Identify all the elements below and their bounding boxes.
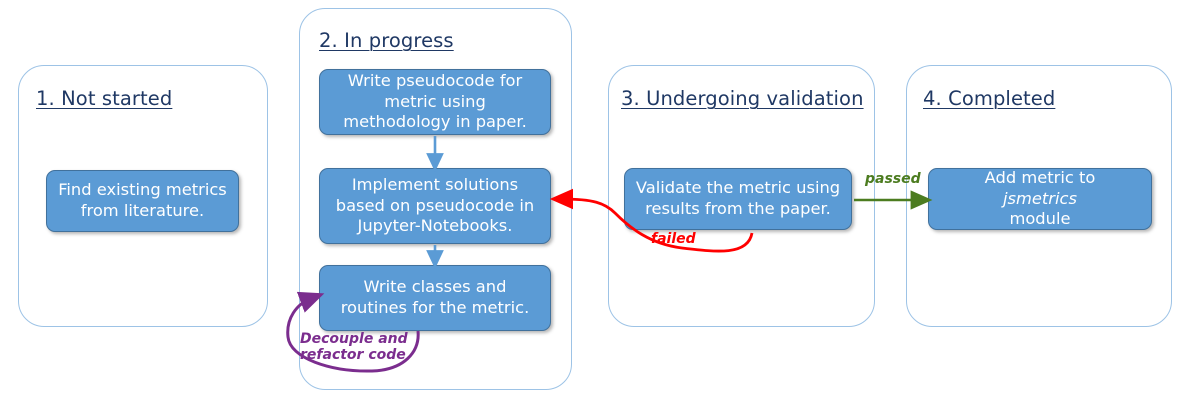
- card-write-pseudocode[interactable]: Write pseudocode for metric using method…: [319, 69, 551, 135]
- card-text-after: module: [1009, 209, 1071, 229]
- edge-label-refactor: Decouple and refactor code: [300, 331, 408, 363]
- edge-label-refactor-line2: refactor code: [300, 347, 406, 364]
- panel-title-not-started: 1. Not started: [36, 87, 173, 110]
- panel-title-completed: 4. Completed: [923, 87, 1056, 110]
- card-add-metric-module[interactable]: Add metric to jsmetrics module: [928, 168, 1152, 230]
- edge-label-failed: failed: [651, 231, 696, 247]
- card-text: Write classes and routines for the metri…: [340, 277, 530, 317]
- card-text: Add metric to jsmetrics module: [937, 168, 1143, 230]
- panel-title-undergoing-validation: 3. Undergoing validation: [621, 87, 864, 110]
- edge-label-refactor-line1: Decouple and: [300, 331, 408, 347]
- card-text: Implement solutions based on pseudocode …: [335, 174, 535, 236]
- card-find-existing-metrics[interactable]: Find existing metrics from literature.: [46, 170, 239, 232]
- card-text-italic: jsmetrics: [1003, 188, 1077, 208]
- card-text-before: Add metric to: [984, 167, 1096, 187]
- card-implement-solutions[interactable]: Implement solutions based on pseudocode …: [319, 168, 551, 244]
- card-text: Write pseudocode for metric using method…: [343, 70, 527, 132]
- card-text: Find existing metrics from literature.: [58, 180, 227, 220]
- panel-title-in-progress: 2. In progress: [319, 29, 454, 52]
- edge-label-passed: passed: [865, 171, 921, 187]
- card-write-classes[interactable]: Write classes and routines for the metri…: [319, 265, 551, 331]
- card-text: Validate the metric using results from t…: [635, 178, 841, 218]
- card-validate-metric[interactable]: Validate the metric using results from t…: [624, 168, 852, 230]
